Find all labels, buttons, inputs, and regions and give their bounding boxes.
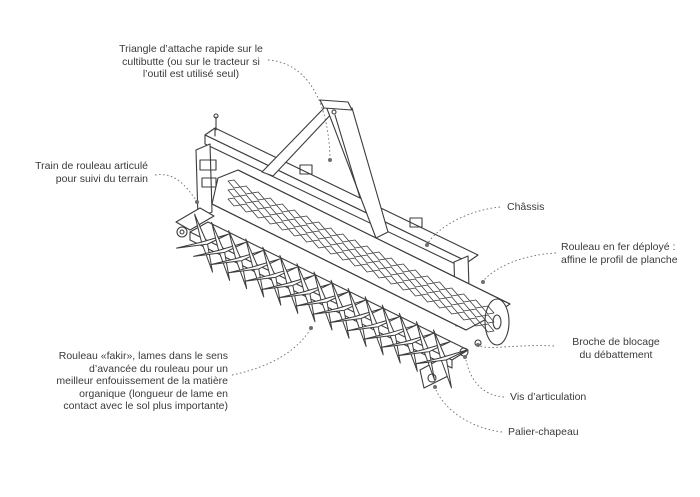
fakir-blade <box>235 258 248 290</box>
label-palier-chapeau: Palier-chapeau <box>508 426 579 438</box>
fakir-blade <box>286 282 299 314</box>
leader-rouleau-fer <box>483 252 557 281</box>
fakir-blade <box>388 324 417 336</box>
fakir-blade <box>405 340 418 372</box>
fakir-blade <box>286 274 315 286</box>
triangle-hitch <box>261 99 389 239</box>
fakir-blade <box>296 263 311 295</box>
fakir-blade <box>337 299 366 311</box>
label-chassis: Châssis <box>507 201 545 213</box>
fakir-blade <box>269 274 282 306</box>
fakir-blade <box>218 249 231 281</box>
fakir-blade <box>320 291 349 303</box>
leader-fakir <box>231 329 311 376</box>
fakir-blade <box>347 288 362 320</box>
fakir-blade <box>193 249 226 257</box>
fakir-blade <box>363 332 396 340</box>
label-triangle-attache: Triangle d’attache rapide sur le cultibu… <box>119 43 263 80</box>
mesh-diamond <box>481 323 495 333</box>
fakir-blade <box>381 304 396 336</box>
fakir-blade <box>244 274 277 282</box>
fakir-blade <box>295 299 328 307</box>
fakir-blade <box>252 258 281 270</box>
fakir-blade <box>201 241 214 273</box>
fakir-blade <box>261 282 294 290</box>
fakir-blade <box>364 296 379 328</box>
fakir-blade <box>303 283 332 295</box>
fakir-blades <box>176 213 468 389</box>
fakir-blade <box>227 266 260 274</box>
fakir-blade <box>312 307 345 315</box>
fakir-blade <box>218 241 247 253</box>
fakir-blade <box>354 316 367 348</box>
leader-broche <box>479 345 555 348</box>
fakir-blade <box>414 357 447 365</box>
fakir-blade <box>330 279 345 311</box>
label-vis-articulation: Vis d’articulation <box>510 391 587 403</box>
label-rouleau-fakir: Rouleau «fakir», lames dans le sens d’av… <box>56 350 228 412</box>
fakir-blade <box>269 266 298 278</box>
fakir-blade <box>245 238 260 270</box>
fakir-blade <box>439 357 452 389</box>
fakir-blade <box>346 324 379 332</box>
fakir-blade <box>235 250 264 262</box>
fakir-blade <box>201 233 230 245</box>
fakir-blade <box>422 341 451 353</box>
fakir-blade <box>380 340 413 348</box>
fakir-blade <box>303 291 316 323</box>
fakir-blade <box>279 254 294 286</box>
fakir-blade <box>211 221 226 253</box>
leader-train <box>154 174 197 201</box>
left-bracket <box>175 113 219 238</box>
leader-vis <box>465 359 505 398</box>
label-rouleau-fer-deploye: Rouleau en fer déployé : affine le profi… <box>561 241 678 266</box>
fakir-blade <box>371 316 400 328</box>
expanded-metal-roller <box>211 169 511 346</box>
fakir-blade <box>405 332 434 344</box>
fakir-blade <box>176 241 209 249</box>
fakir-blade <box>262 246 277 278</box>
fakir-blade <box>194 213 209 245</box>
mesh-diamond <box>481 305 495 315</box>
fakir-blade <box>228 230 243 262</box>
fakir-blade <box>210 258 243 266</box>
label-train-rouleau: Train de rouleau articulé pour suivi du … <box>35 160 148 185</box>
fakir-blade <box>388 332 401 364</box>
leader-lines <box>154 59 557 433</box>
fakir-blade <box>354 308 383 320</box>
fakir-blade <box>252 266 265 298</box>
fakir-blade <box>415 321 430 353</box>
fakir-blade <box>337 307 350 339</box>
mesh-diamond <box>481 314 495 324</box>
fakir-blade <box>278 291 311 299</box>
leader-chassis <box>427 206 501 244</box>
fakir-blade <box>439 349 468 361</box>
fakir-blade <box>397 349 430 357</box>
fakir-blade <box>432 329 447 361</box>
fakir-blade <box>398 312 413 344</box>
label-broche-blocage: Broche de blocage du débattement <box>572 336 660 361</box>
fakir-blade <box>320 299 333 331</box>
fakir-blade <box>329 316 362 324</box>
fakir-blade <box>371 324 384 356</box>
leader-palier <box>435 389 503 433</box>
fakir-blade <box>313 271 328 303</box>
